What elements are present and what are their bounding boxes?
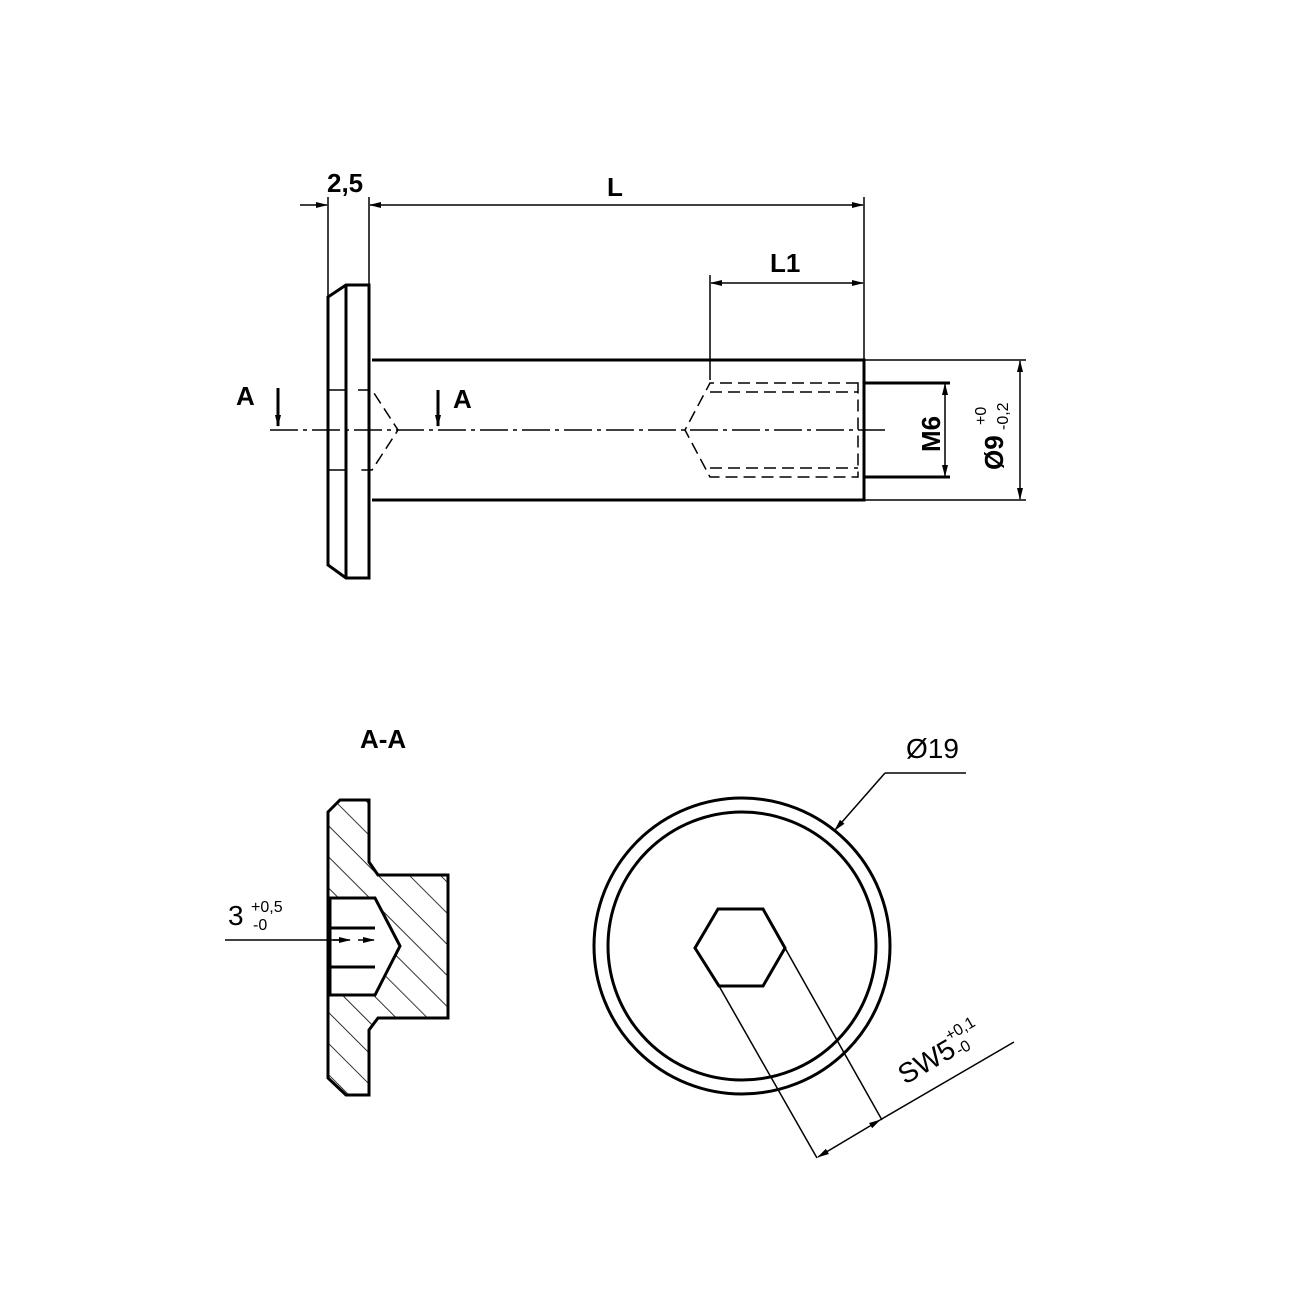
dim-leader-hex xyxy=(879,1041,1015,1121)
socket-cavity xyxy=(328,896,402,997)
shank-tol-upper: +0 xyxy=(973,407,990,425)
section-label-left: A xyxy=(236,381,255,411)
section-outline xyxy=(326,798,450,1097)
socket-tol-upper: +0,5 xyxy=(251,899,283,916)
dim-thread: M6 xyxy=(916,416,946,452)
head-outline xyxy=(326,283,371,580)
shank-tol-lower: -0,2 xyxy=(995,402,1012,430)
head-outer-circle xyxy=(592,796,892,1096)
section-label-right: A xyxy=(453,384,472,414)
extension-line xyxy=(718,985,818,1159)
dim-thread-length: L1 xyxy=(770,248,800,278)
dim-head-diameter: Ø19 xyxy=(906,733,959,764)
extension-line xyxy=(784,947,883,1121)
front-view: SW5 +0,1 -0 Ø19 xyxy=(592,733,1015,1159)
dim-shank-diameter: Ø9 xyxy=(979,435,1009,470)
socket-tol-lower: -0 xyxy=(253,917,267,934)
hidden-thread-hole xyxy=(684,382,859,478)
leader-head-diameter xyxy=(834,772,886,831)
dim-socket-depth: 3 xyxy=(228,900,244,931)
dim-length: L xyxy=(607,172,623,202)
head-inner-circle xyxy=(606,810,878,1082)
section-view: A-A 3 +0,5 -0 xyxy=(225,724,450,1097)
dim-head-thickness: 2,5 xyxy=(327,168,363,198)
hex-socket xyxy=(693,907,787,988)
side-view: A A 2,5 L L1 M6 Ø9 +0 -0,2 xyxy=(236,168,1026,580)
section-title: A-A xyxy=(360,724,406,754)
dim-line-hex xyxy=(817,1119,881,1158)
